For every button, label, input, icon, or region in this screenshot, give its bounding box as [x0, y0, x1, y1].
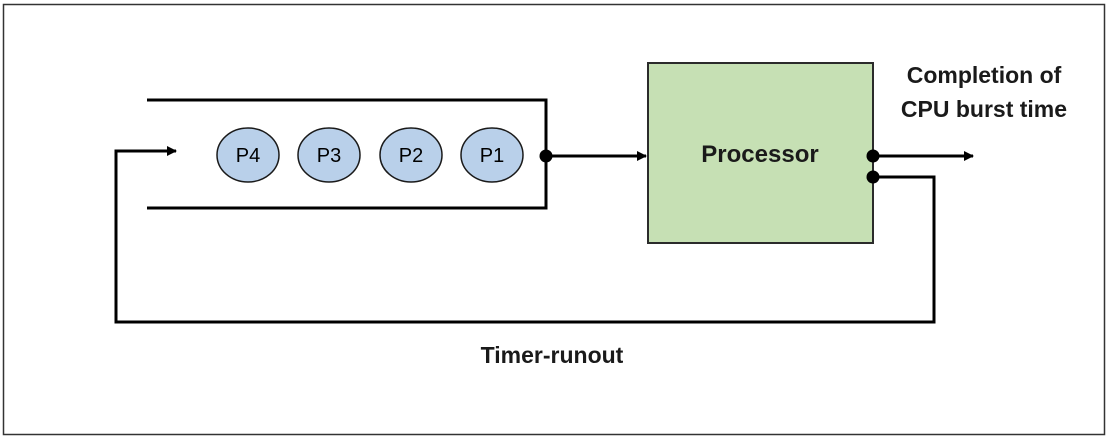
process-p2-ellipse	[379, 127, 443, 183]
process-p4: P4	[216, 127, 280, 183]
processor-box	[647, 62, 874, 244]
process-p2-label: P2	[399, 145, 423, 167]
timer-runout-label: Timer-runout	[481, 342, 624, 368]
completion-label-line1: Completion of	[907, 62, 1062, 88]
process-p1-label: P1	[480, 145, 504, 167]
process-p1-ellipse	[460, 127, 524, 183]
process-p3-label: P3	[317, 145, 341, 167]
process-p4-label: P4	[236, 145, 260, 167]
diagram-frame	[2, 3, 1106, 436]
timer-runout-loop	[114, 146, 936, 324]
process-p2: P2	[379, 127, 443, 183]
completion-label-line2: CPU burst time	[901, 96, 1067, 122]
process-p3: P3	[297, 127, 361, 183]
process-p1: P1	[460, 127, 524, 183]
processor-label: Processor	[701, 141, 818, 168]
process-p3-ellipse	[297, 127, 361, 183]
process-p4-ellipse	[216, 127, 280, 183]
